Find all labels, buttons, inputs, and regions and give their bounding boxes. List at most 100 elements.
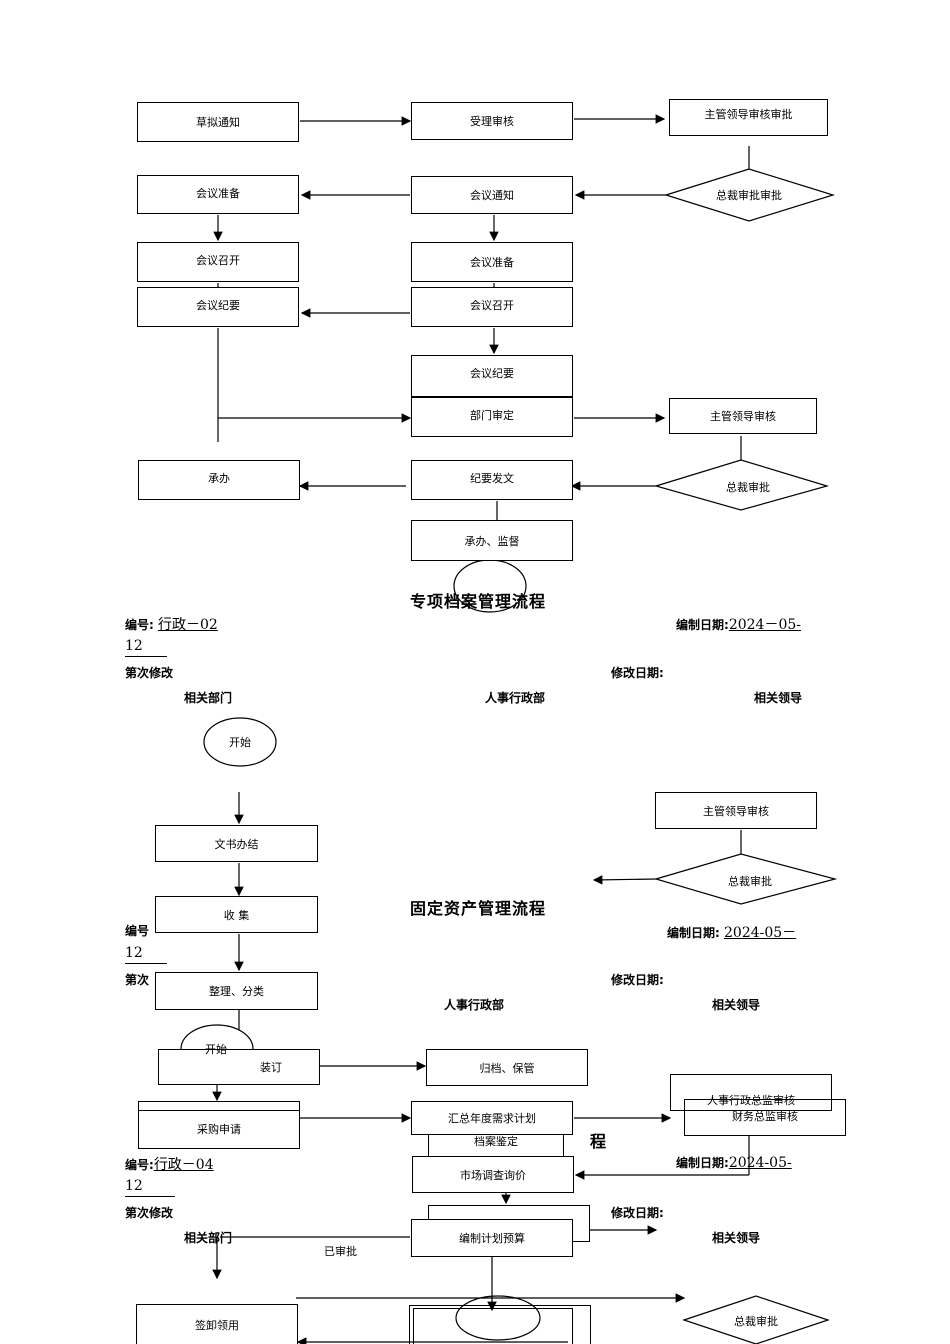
label-collect: 收 集 bbox=[223, 908, 250, 922]
ellipse-overlap-asset bbox=[455, 1295, 541, 1341]
label-president-approve: 总裁审批审批 bbox=[690, 185, 808, 205]
text-asset-president: 总裁审批 bbox=[734, 1315, 778, 1328]
archive-revision: 第次修改 bbox=[125, 666, 174, 680]
label-asset-president: 总裁审批 bbox=[714, 1311, 798, 1331]
asset-revision-date: 修改日期: bbox=[611, 973, 664, 987]
box-annual-plan: 汇总年度需求计划 bbox=[411, 1101, 573, 1135]
public-date-value: 2024-05- bbox=[728, 1155, 792, 1171]
label-bind: 装订 bbox=[260, 1061, 282, 1074]
archive-code: 编号: 行政－02 bbox=[125, 614, 218, 634]
diamond-president-approve-2 bbox=[653, 459, 830, 511]
box-meeting-open-left: 会议召开 bbox=[137, 242, 299, 282]
public-date-underline bbox=[125, 1196, 175, 1197]
box-accept-review: 受理审核 bbox=[411, 102, 573, 140]
label-meeting-prep-left: 会议准备 bbox=[196, 187, 240, 200]
box-meeting-prep-mid: 会议准备 bbox=[411, 242, 573, 282]
label-hr-director-review: 人事行政总监审核 bbox=[707, 1094, 795, 1107]
label-undertake: 承办 bbox=[208, 472, 230, 485]
box-bind: 装订 bbox=[158, 1049, 320, 1085]
box-dept-review: 部门审定 bbox=[411, 397, 573, 437]
label-plan-budget: 编制计划预算 bbox=[459, 1232, 525, 1245]
box-meeting-minutes-mid: 会议纪要 bbox=[411, 355, 573, 397]
label-meeting-open-mid: 会议召开 bbox=[470, 299, 514, 312]
box-leader-review-approve: 主管领导审核审批 bbox=[669, 99, 828, 136]
text-archive-start: 开始 bbox=[229, 736, 251, 749]
diamond-president-approve bbox=[663, 168, 836, 222]
diamond-president-asset bbox=[682, 1295, 830, 1344]
archive-flow-title: 专项档案管理流程 bbox=[410, 592, 547, 611]
asset-date-cont: 12 bbox=[125, 945, 143, 961]
archive-code-label: 编号: bbox=[125, 618, 154, 632]
box-minutes-issue: 纪要发文 bbox=[411, 460, 573, 500]
box-overlap-bottom bbox=[409, 1305, 591, 1344]
label-meeting-open-left: 会议召开 bbox=[196, 254, 240, 267]
label-accept-review: 受理审核 bbox=[470, 115, 514, 128]
public-code: 编号:行政－04 bbox=[125, 1154, 214, 1174]
label-draft-notice: 草拟通知 bbox=[196, 116, 240, 129]
label-purchase-request: 采购申请 bbox=[197, 1123, 241, 1136]
box-sort-classify: 整理、分类 bbox=[155, 972, 318, 1010]
asset-col-related-leader: 相关领导 bbox=[712, 998, 761, 1012]
label-sign-use: 签卸领用 bbox=[195, 1318, 239, 1332]
label-approved: 已审批 bbox=[324, 1245, 357, 1258]
purchase-request-divider bbox=[138, 1110, 300, 1111]
archive-date-label: 编制日期: bbox=[676, 618, 729, 632]
label-doc-finish: 文书办结 bbox=[214, 837, 259, 851]
archive-date: 编制日期:2024－05- bbox=[676, 614, 801, 634]
archive-col-related-leader: 相关领导 bbox=[754, 691, 803, 705]
public-flow-title-tail: 程 bbox=[590, 1132, 608, 1151]
box-draft-notice: 草拟通知 bbox=[137, 102, 299, 142]
label-annual-plan: 汇总年度需求计划 bbox=[448, 1112, 536, 1125]
start-ellipse-archive bbox=[203, 717, 277, 767]
box-market-inquiry: 市场调查询价 bbox=[412, 1156, 574, 1193]
box-undertake: 承办 bbox=[138, 460, 300, 500]
text-president-approve-2: 总裁审批 bbox=[726, 481, 770, 494]
label-meeting-minutes-mid: 会议纪要 bbox=[470, 367, 514, 380]
text-asset-start: 开始 bbox=[205, 1043, 227, 1056]
archive-date-value: 2024－05- bbox=[728, 617, 801, 633]
box-hr-director-review: 人事行政总监审核 bbox=[670, 1074, 832, 1111]
box-sign-use: 签卸领用 bbox=[136, 1304, 298, 1344]
public-col-related-dept: 相关部门 bbox=[184, 1231, 233, 1245]
label-dept-review: 部门审定 bbox=[470, 409, 514, 422]
public-date-cont: 12 bbox=[125, 1178, 143, 1194]
label-president-approve-2: 总裁审批 bbox=[690, 477, 806, 497]
box-overlap-bottom-inner bbox=[413, 1308, 573, 1344]
text-archive-president: 总裁审批 bbox=[728, 875, 772, 888]
box-archive-keep: 归档、保管 bbox=[426, 1049, 588, 1086]
archive-col-hr-admin: 人事行政部 bbox=[485, 691, 546, 705]
box-doc-finish: 文书办结 bbox=[155, 825, 318, 862]
asset-code: 编号 bbox=[125, 924, 150, 938]
asset-date-value: 2024-05－ bbox=[724, 925, 797, 941]
box-purchase-request: 采购申请 bbox=[138, 1101, 300, 1149]
box-meeting-minutes-left: 会议纪要 bbox=[137, 287, 299, 327]
archive-col-related-dept: 相关部门 bbox=[184, 691, 233, 705]
diamond-president-archive bbox=[653, 853, 838, 905]
box-meeting-open-mid: 会议召开 bbox=[411, 287, 573, 327]
public-date-label: 编制日期: bbox=[676, 1156, 729, 1170]
label-undertake-supervise: 承办、监督 bbox=[464, 534, 520, 548]
box-leader-review: 主管领导审核 bbox=[669, 398, 817, 434]
asset-revision: 第次 bbox=[125, 973, 150, 987]
label-minutes-issue: 纪要发文 bbox=[470, 472, 514, 485]
archive-date-underline bbox=[125, 656, 167, 657]
label-meeting-prep-mid: 会议准备 bbox=[470, 256, 514, 269]
label-meeting-minutes-left: 会议纪要 bbox=[196, 299, 240, 312]
asset-flow-title: 固定资产管理流程 bbox=[410, 899, 547, 918]
public-date: 编制日期:2024-05- bbox=[676, 1154, 792, 1171]
public-revision-date: 修改日期: bbox=[611, 1206, 664, 1220]
archive-code-value: 行政－02 bbox=[158, 617, 218, 633]
label-sort-classify: 整理、分类 bbox=[209, 985, 264, 998]
label-meeting-notice: 会议通知 bbox=[470, 189, 514, 202]
arrow-president-left-archive bbox=[592, 875, 657, 885]
box-undertake-supervise: 承办、监督 bbox=[411, 520, 573, 561]
label-archive-leader-review: 主管领导审核 bbox=[703, 804, 769, 818]
archive-start-label: 开始 bbox=[204, 732, 276, 752]
box-plan-budget: 编制计划预算 bbox=[411, 1219, 573, 1257]
asset-start-label: 开始 bbox=[183, 1040, 249, 1058]
label-leader-review-approve: 主管领导审核审批 bbox=[704, 108, 793, 121]
archive-date-cont: 12 bbox=[125, 638, 143, 654]
public-code-value: 行政－04 bbox=[153, 1157, 214, 1173]
asset-date-underline bbox=[125, 963, 167, 964]
